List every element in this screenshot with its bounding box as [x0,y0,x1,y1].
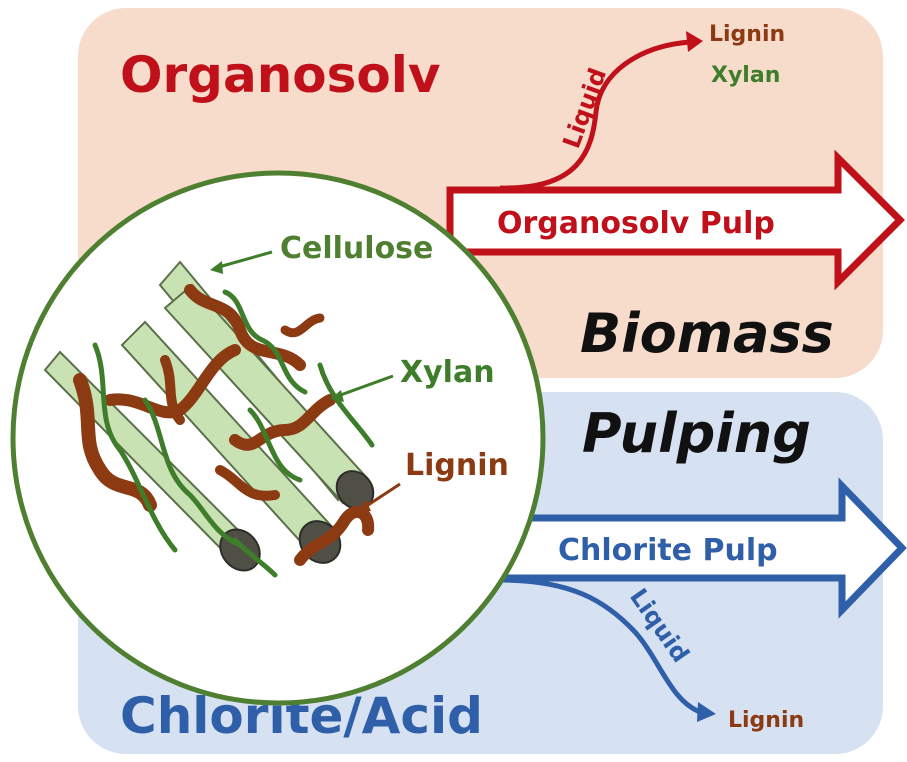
xylan-pointer [334,374,394,399]
cellulose-fiber-4 [163,283,375,510]
chlorite-pulp-arrow [491,477,907,619]
biomass-structure: Cellulose Xylan Lignin [10,170,546,706]
organosolv-output-xylan: Xylan [711,63,780,88]
chlorite-pulp-label: Chlorite Pulp [558,533,778,568]
xylan-strands [92,289,375,578]
organosolv-title: Organosolv [120,46,440,104]
organosolv-liquid-arrowhead [686,31,703,52]
cellulose-label: Cellulose [280,231,433,266]
xylan-pointer-head [330,390,344,402]
organosolv-liquid-curve [499,39,691,191]
organosolv-pulp-arrow [446,149,905,291]
pulping-label: Pulping [582,402,811,465]
chlorite-liquid-arrowhead [697,702,716,722]
lignin-label: Lignin [405,448,509,483]
biomass-label: Biomass [580,302,834,365]
lignin-network [73,284,375,566]
organosolv-output-lignin: Lignin [709,22,785,47]
organosolv-pulp-label: Organosolv Pulp [497,206,775,241]
chlorite-output-lignin: Lignin [728,708,804,733]
chlorite-liquid-curve [499,577,702,715]
cellulose-pointer-head [210,261,223,274]
biomass-circle [10,170,546,706]
lignin-pointer-head [357,500,371,512]
cellulose-pointer [214,250,273,270]
xylan-label: Xylan [400,355,495,390]
lignin-pointer [361,482,401,511]
